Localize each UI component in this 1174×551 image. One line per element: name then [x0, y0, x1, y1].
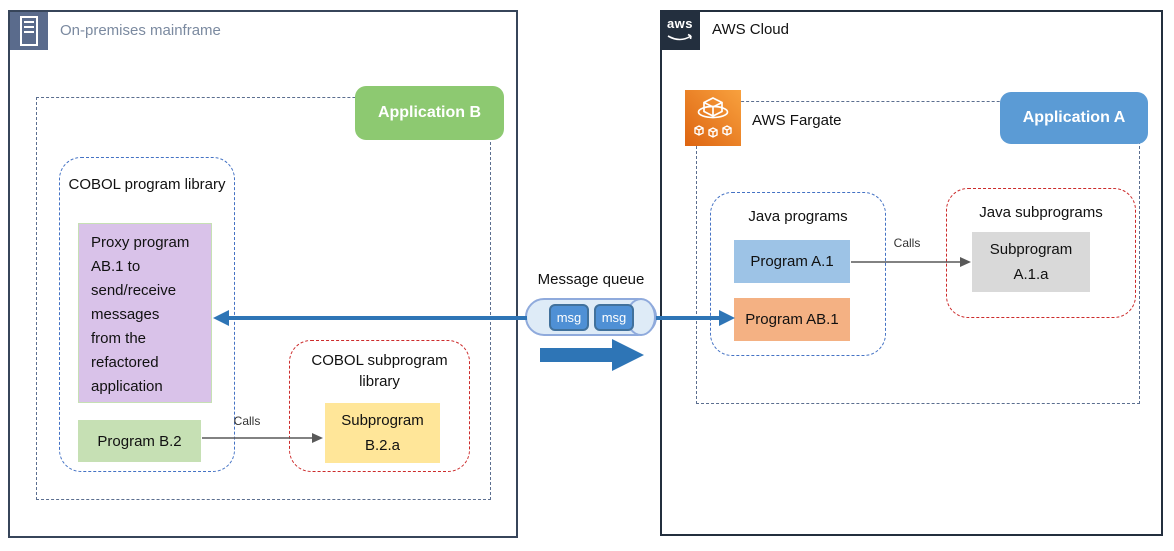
- aws-logo-text: aws: [666, 16, 694, 31]
- application-b-container: [36, 97, 491, 500]
- aws-cloud-title: AWS Cloud: [712, 21, 789, 38]
- program-ab1-node: Program AB.1: [734, 298, 850, 341]
- mainframe-icon: [10, 12, 48, 50]
- cobol-program-library-title: COBOL program library: [68, 176, 226, 193]
- cobol-subprogram-library-title: COBOL subprogram library: [311, 352, 448, 390]
- proxy-program-node: Proxy program AB.1 to send/receive messa…: [78, 223, 212, 403]
- on-premises-title: On-premises mainframe: [60, 22, 221, 39]
- program-b2-node: Program B.2: [78, 420, 201, 462]
- subprogram-a1a-node: Subprogram A.1.a: [972, 232, 1090, 292]
- java-subprograms-box: [946, 188, 1136, 318]
- cobol-program-library-box: [59, 157, 235, 472]
- msg-badge-1: msg: [549, 304, 589, 331]
- aws-logo-icon: aws: [660, 10, 700, 50]
- application-b-label: Application B: [355, 86, 504, 140]
- java-subprograms-title: Java subprograms: [979, 204, 1103, 221]
- msg-badge-2: msg: [594, 304, 634, 331]
- application-a-label: Application A: [1000, 92, 1148, 144]
- calls-label-left: Calls: [233, 414, 261, 428]
- queue-direction-arrow: [540, 339, 644, 371]
- program-a1-node: Program A.1: [734, 240, 850, 283]
- fargate-container: [696, 101, 1140, 404]
- subprogram-b2a-node: Subprogram B.2.a: [325, 403, 440, 463]
- cobol-subprogram-library-box: [289, 340, 470, 472]
- java-programs-box: [710, 192, 886, 356]
- java-programs-title: Java programs: [748, 208, 848, 225]
- message-queue-label: Message queue: [537, 271, 645, 288]
- aws-fargate-label: AWS Fargate: [752, 112, 842, 129]
- calls-label-right: Calls: [893, 236, 921, 250]
- aws-fargate-icon: [685, 90, 741, 146]
